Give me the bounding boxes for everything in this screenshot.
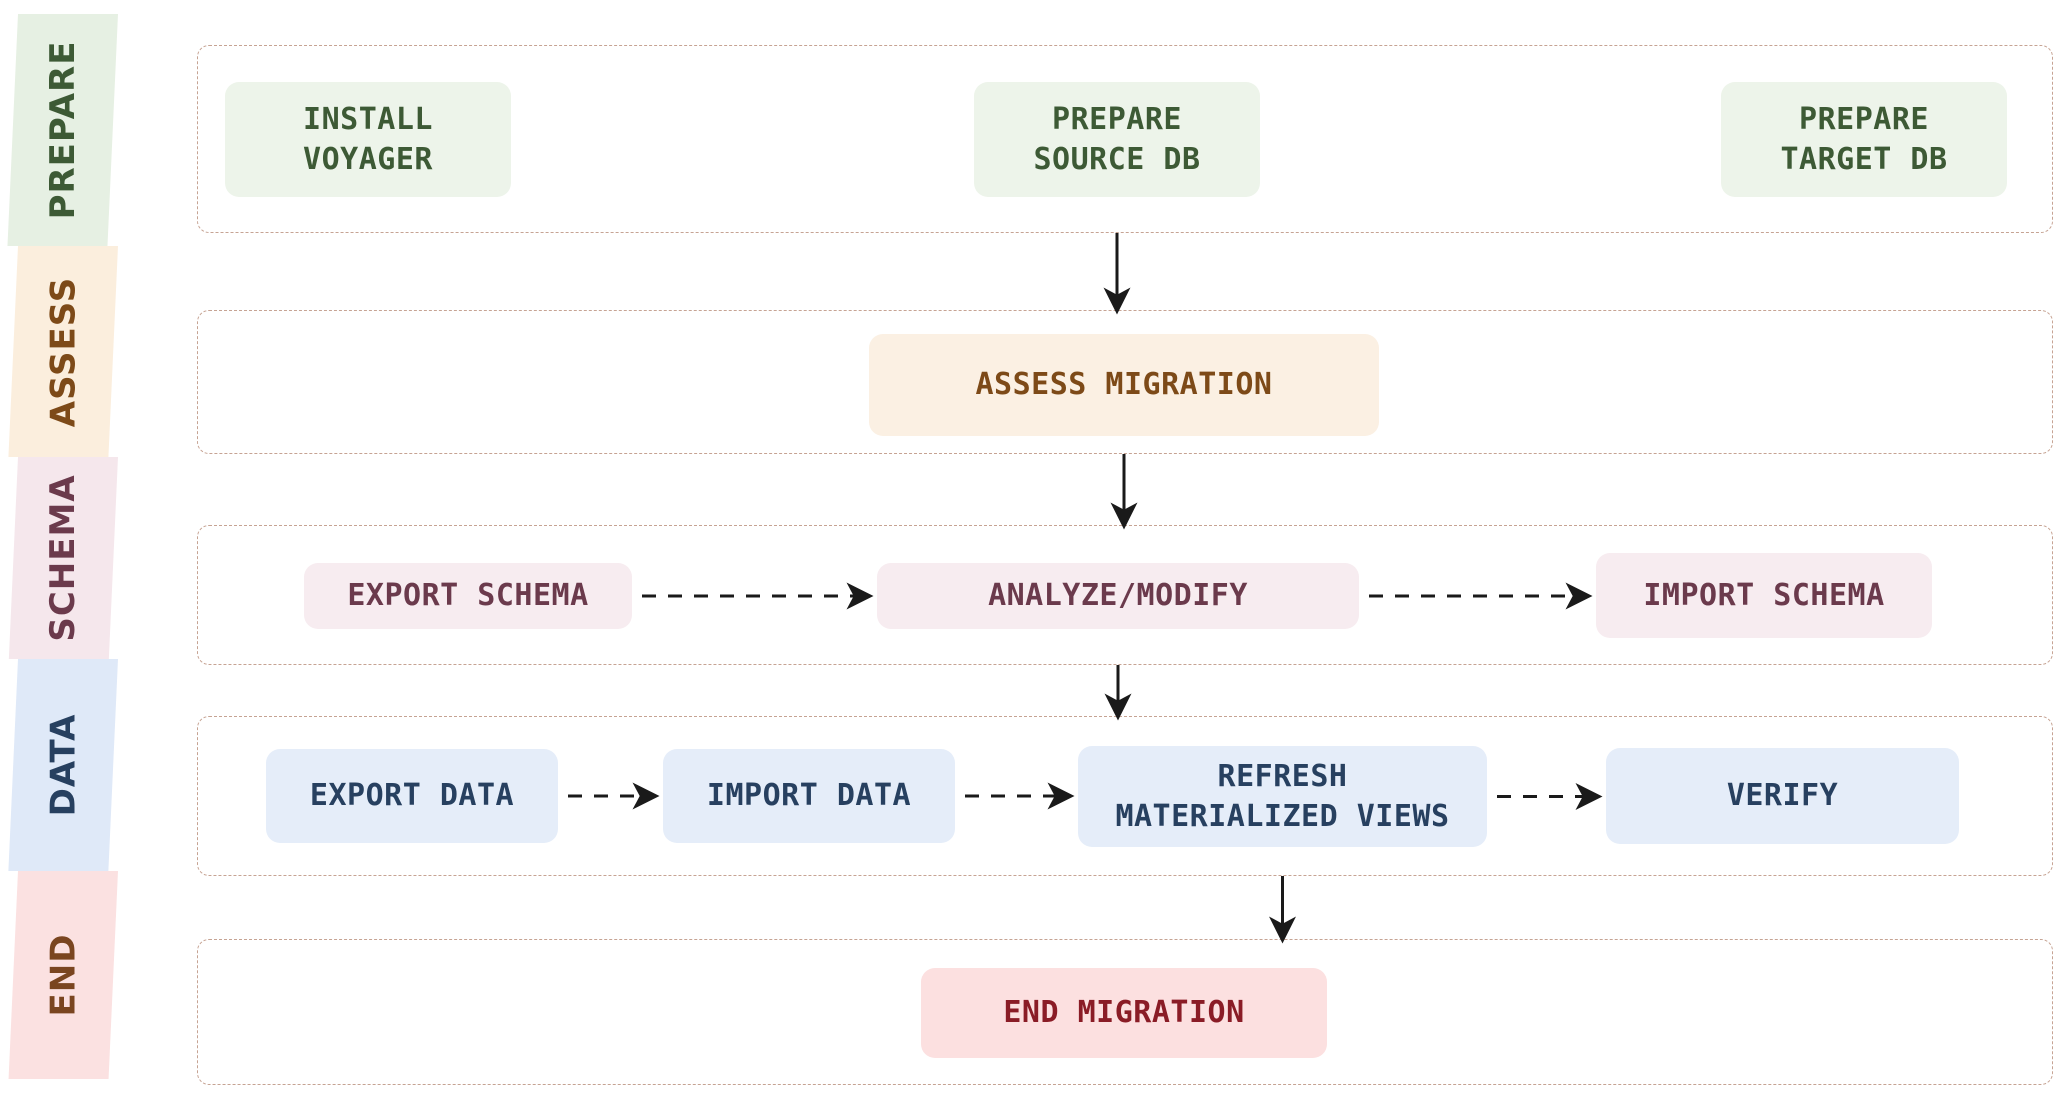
phase-band-data: DATA <box>8 659 118 871</box>
phase-band-end: END <box>8 871 118 1079</box>
node-analyze-modify[interactable]: ANALYZE/MODIFY <box>877 563 1359 629</box>
node-import-schema[interactable]: IMPORT SCHEMA <box>1596 553 1932 638</box>
node-end-migration[interactable]: END MIGRATION <box>921 968 1327 1058</box>
node-prepare-source-db[interactable]: PREPARE SOURCE DB <box>974 82 1260 197</box>
node-assess-migration[interactable]: ASSESS MIGRATION <box>869 334 1379 436</box>
node-import-data[interactable]: IMPORT DATA <box>663 749 955 843</box>
phase-label-prepare: PREPARE <box>42 40 83 220</box>
phase-band-prepare: PREPARE <box>7 14 118 246</box>
node-verify[interactable]: VERIFY <box>1606 748 1959 844</box>
phase-band-schema: SCHEMA <box>8 457 119 659</box>
node-prepare-target-db[interactable]: PREPARE TARGET DB <box>1721 82 2007 197</box>
stage-container-prepare-stage <box>197 45 2053 233</box>
phase-label-data: DATA <box>43 713 84 817</box>
phase-band-assess: ASSESS <box>8 246 118 457</box>
node-export-schema[interactable]: EXPORT SCHEMA <box>304 563 632 629</box>
node-install-voyager[interactable]: INSTALL VOYAGER <box>225 82 511 197</box>
phase-label-assess: ASSESS <box>43 276 84 427</box>
stage-container-end-stage <box>197 939 2053 1085</box>
phase-label-schema: SCHEMA <box>43 474 84 642</box>
phase-label-end: END <box>43 933 84 1017</box>
phase-rail: PREPARE ASSESS SCHEMA DATA END <box>0 0 140 1105</box>
node-export-data[interactable]: EXPORT DATA <box>266 749 558 843</box>
node-refresh-materialized-views[interactable]: REFRESH MATERIALIZED VIEWS <box>1078 746 1487 847</box>
